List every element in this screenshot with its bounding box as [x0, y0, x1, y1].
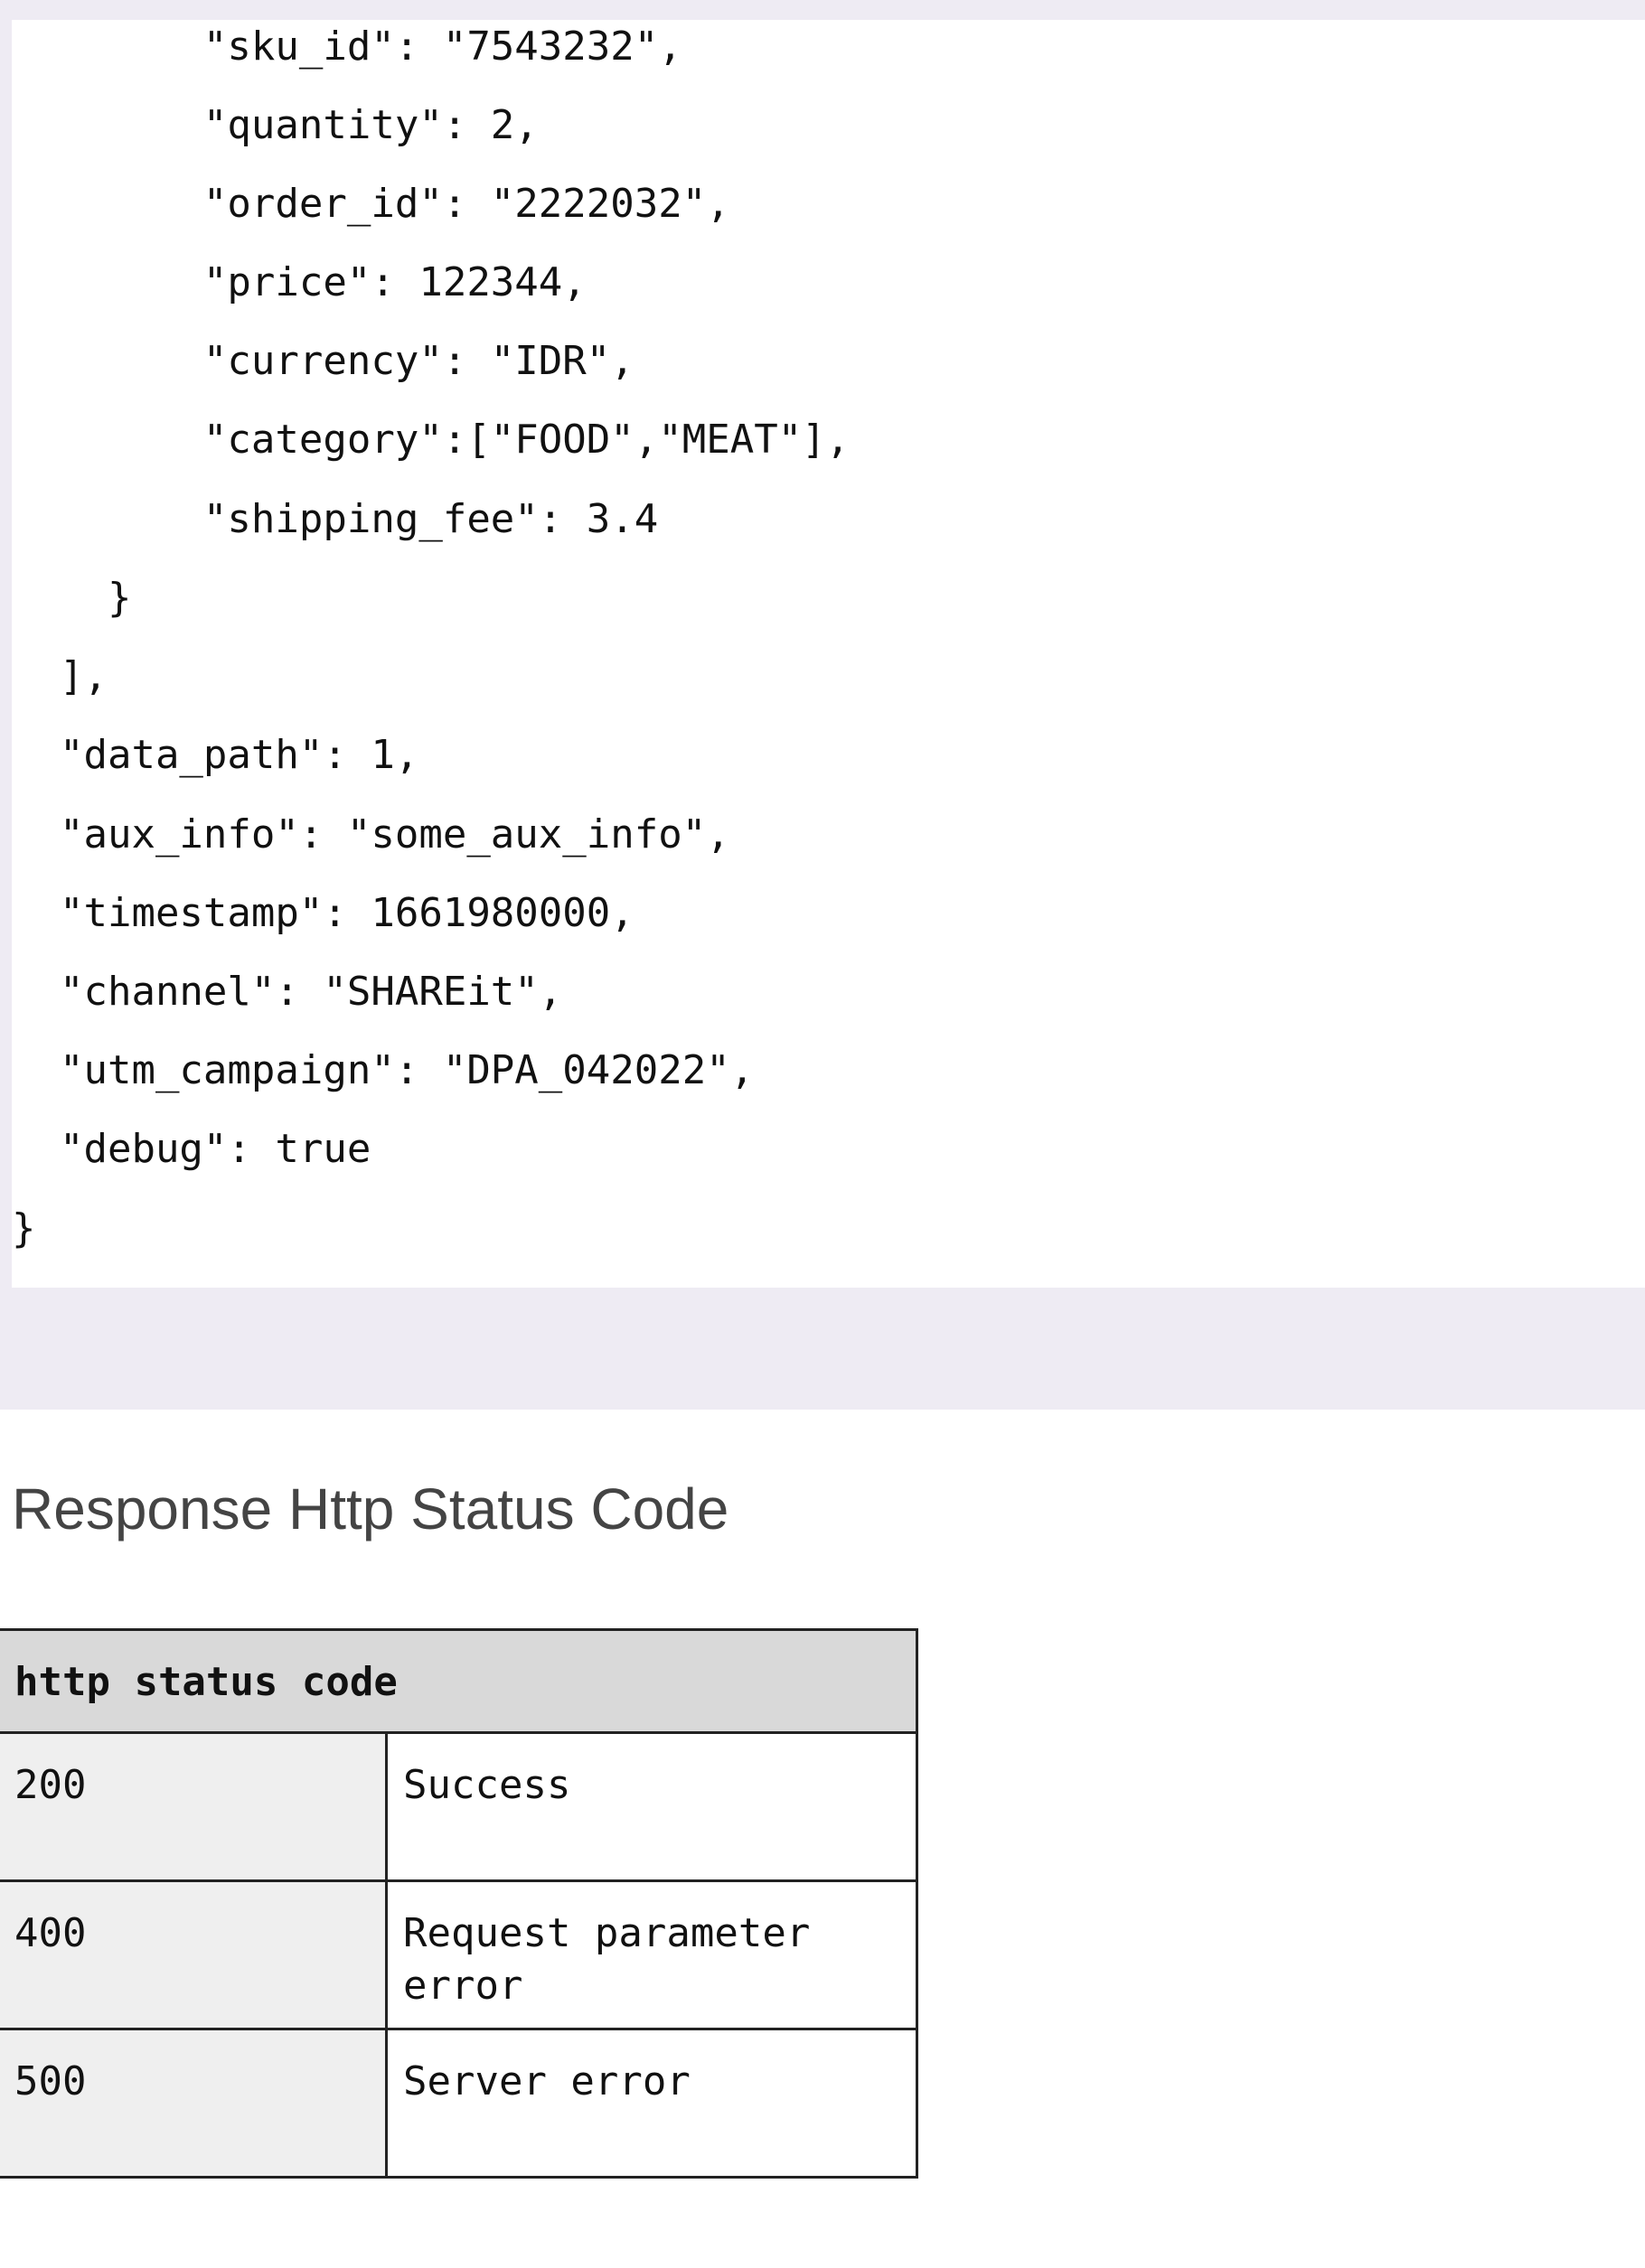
code-line: "order_id": "2222032",: [12, 181, 730, 227]
code-line: "category":["FOOD","MEAT"],: [12, 417, 851, 463]
code-line: "timestamp": 1661980000,: [12, 890, 634, 936]
code-line: }: [12, 575, 132, 621]
table-header-row: http status code: [0, 1628, 918, 1734]
status-description-cell: Server error: [385, 2028, 918, 2179]
code-line: "debug": true: [12, 1126, 371, 1172]
status-description-cell: Request parameter error: [385, 1879, 918, 2030]
status-code-table: http status code 200 Success 400 Request…: [0, 1628, 918, 2179]
code-line: "price": 122344,: [12, 259, 587, 305]
json-code-block: "sku_id": "7543232", "quantity": 2, "ord…: [12, 20, 1645, 1288]
code-line: "channel": "SHAREit",: [12, 969, 563, 1015]
table-row: 500 Server error: [0, 2028, 918, 2179]
status-code-cell: 500: [0, 2028, 388, 2179]
code-line: "utm_campaign": "DPA_042022",: [12, 1047, 755, 1093]
code-line: }: [12, 1205, 36, 1251]
code-line: ],: [12, 653, 108, 699]
code-example-section: "sku_id": "7543232", "quantity": 2, "ord…: [0, 0, 1645, 1410]
code-line: "quantity": 2,: [12, 102, 539, 148]
code-line: "data_path": 1,: [12, 732, 419, 778]
response-status-heading: Response Http Status Code: [12, 1476, 729, 1542]
code-line: "currency": "IDR",: [12, 338, 634, 384]
status-code-cell: 400: [0, 1879, 388, 2030]
code-line: "sku_id": "7543232",: [12, 23, 682, 70]
table-row: 400 Request parameter error: [0, 1879, 918, 2030]
status-code-cell: 200: [0, 1731, 388, 1882]
code-line: "shipping_fee": 3.4: [12, 496, 659, 542]
table-header-cell: http status code: [0, 1628, 918, 1734]
code-line: "aux_info": "some_aux_info",: [12, 811, 730, 858]
status-description-cell: Success: [385, 1731, 918, 1882]
table-row: 200 Success: [0, 1731, 918, 1882]
